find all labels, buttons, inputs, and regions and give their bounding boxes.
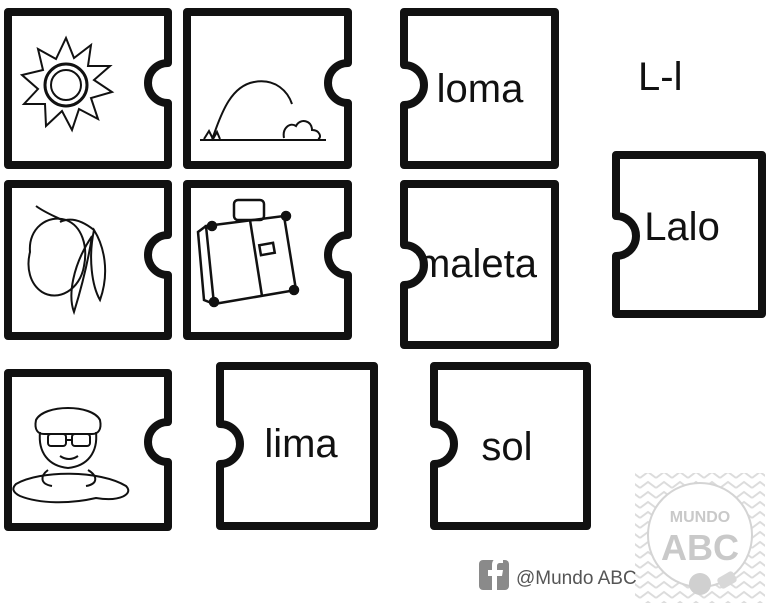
word-loma: loma	[437, 67, 524, 111]
word-sol: sol	[481, 425, 532, 469]
puzzle-piece-hill[interactable]	[183, 8, 352, 169]
puzzle-piece-lima[interactable]: lima	[216, 362, 378, 530]
footer-handle: @Mundo ABC	[516, 568, 637, 589]
mundo-abc-logo: MUNDO ABC	[635, 473, 765, 603]
apple-icon	[689, 573, 711, 595]
lemon-icon	[27, 205, 107, 316]
page-title: L-l	[638, 55, 682, 99]
puzzle-piece-maleta[interactable]: maleta	[400, 180, 559, 349]
eraser-icon	[717, 571, 737, 589]
boy-icon	[12, 407, 130, 504]
hill-icon	[200, 80, 326, 142]
puzzle-piece-lemon[interactable]	[4, 180, 172, 340]
puzzle-piece-lalo[interactable]: Lalo	[612, 151, 766, 318]
puzzle-piece-sun[interactable]	[4, 8, 172, 169]
word-lalo: Lalo	[644, 205, 720, 249]
facebook-icon[interactable]	[479, 558, 509, 590]
puzzle-piece-sol[interactable]: sol	[430, 362, 591, 530]
suitcase-icon	[196, 198, 300, 308]
puzzle-piece-boy[interactable]	[4, 369, 172, 531]
logo-line2: ABC	[661, 527, 739, 568]
puzzle-piece-loma[interactable]: loma	[400, 8, 559, 169]
puzzle-piece-suitcase[interactable]	[183, 180, 352, 340]
logo-line1: MUNDO	[670, 509, 730, 526]
sun-icon	[19, 35, 115, 133]
word-lima: lima	[264, 422, 338, 466]
word-maleta: maleta	[417, 242, 538, 286]
